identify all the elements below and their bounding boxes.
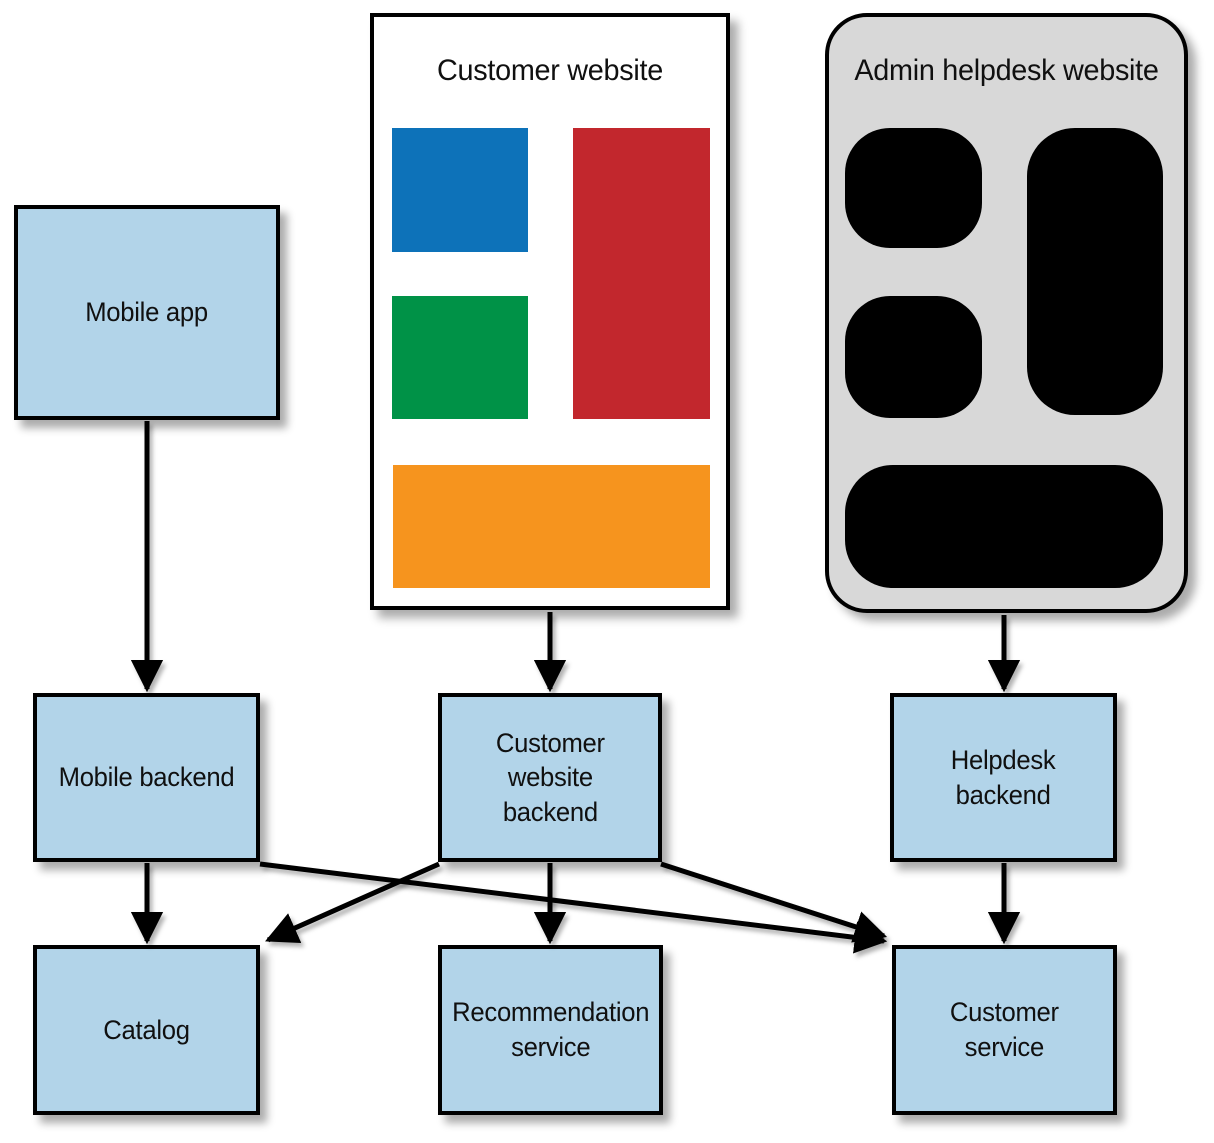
node-mobile-app-label: Mobile app [85,297,209,328]
website-block-blue [392,128,528,252]
helpdesk-tile-mid-left [845,296,982,418]
node-helpdesk-backend-label: Helpdesk backend [951,744,1056,810]
node-customer-website-backend: Customer website backend [438,693,662,862]
helpdesk-tile-tall-right [1027,128,1163,415]
node-admin-helpdesk-website-label: Admin helpdesk website [854,54,1159,87]
website-block-red [573,128,710,419]
node-customer-website: Customer website [370,13,730,610]
arrow-mobile-backend-to-customer-service [259,861,888,954]
arrow-customer-website-backend-to-catalog [265,861,441,943]
arrow-customer-website-backend-to-customer-service [660,861,888,943]
node-admin-helpdesk-website: Admin helpdesk website [825,13,1188,613]
website-block-green [392,296,528,419]
node-customer-website-backend-label: Customer website backend [495,727,605,827]
website-block-orange [393,465,710,588]
node-mobile-app: Mobile app [14,205,280,420]
node-recommendation-service: Recommendation service [438,945,663,1115]
node-mobile-backend: Mobile backend [33,693,260,862]
node-recommendation-service-label: Recommendation service [451,997,650,1062]
node-catalog: Catalog [33,945,260,1115]
helpdesk-tile-top-left [845,128,982,248]
node-catalog-label: Catalog [103,1014,190,1045]
node-customer-service: Customer service [892,945,1117,1115]
node-helpdesk-backend: Helpdesk backend [890,693,1117,862]
node-customer-website-label: Customer website [437,54,663,87]
node-customer-service-label: Customer service [950,997,1059,1062]
helpdesk-tile-bottom-wide [845,465,1163,588]
node-mobile-backend-label: Mobile backend [58,762,235,793]
